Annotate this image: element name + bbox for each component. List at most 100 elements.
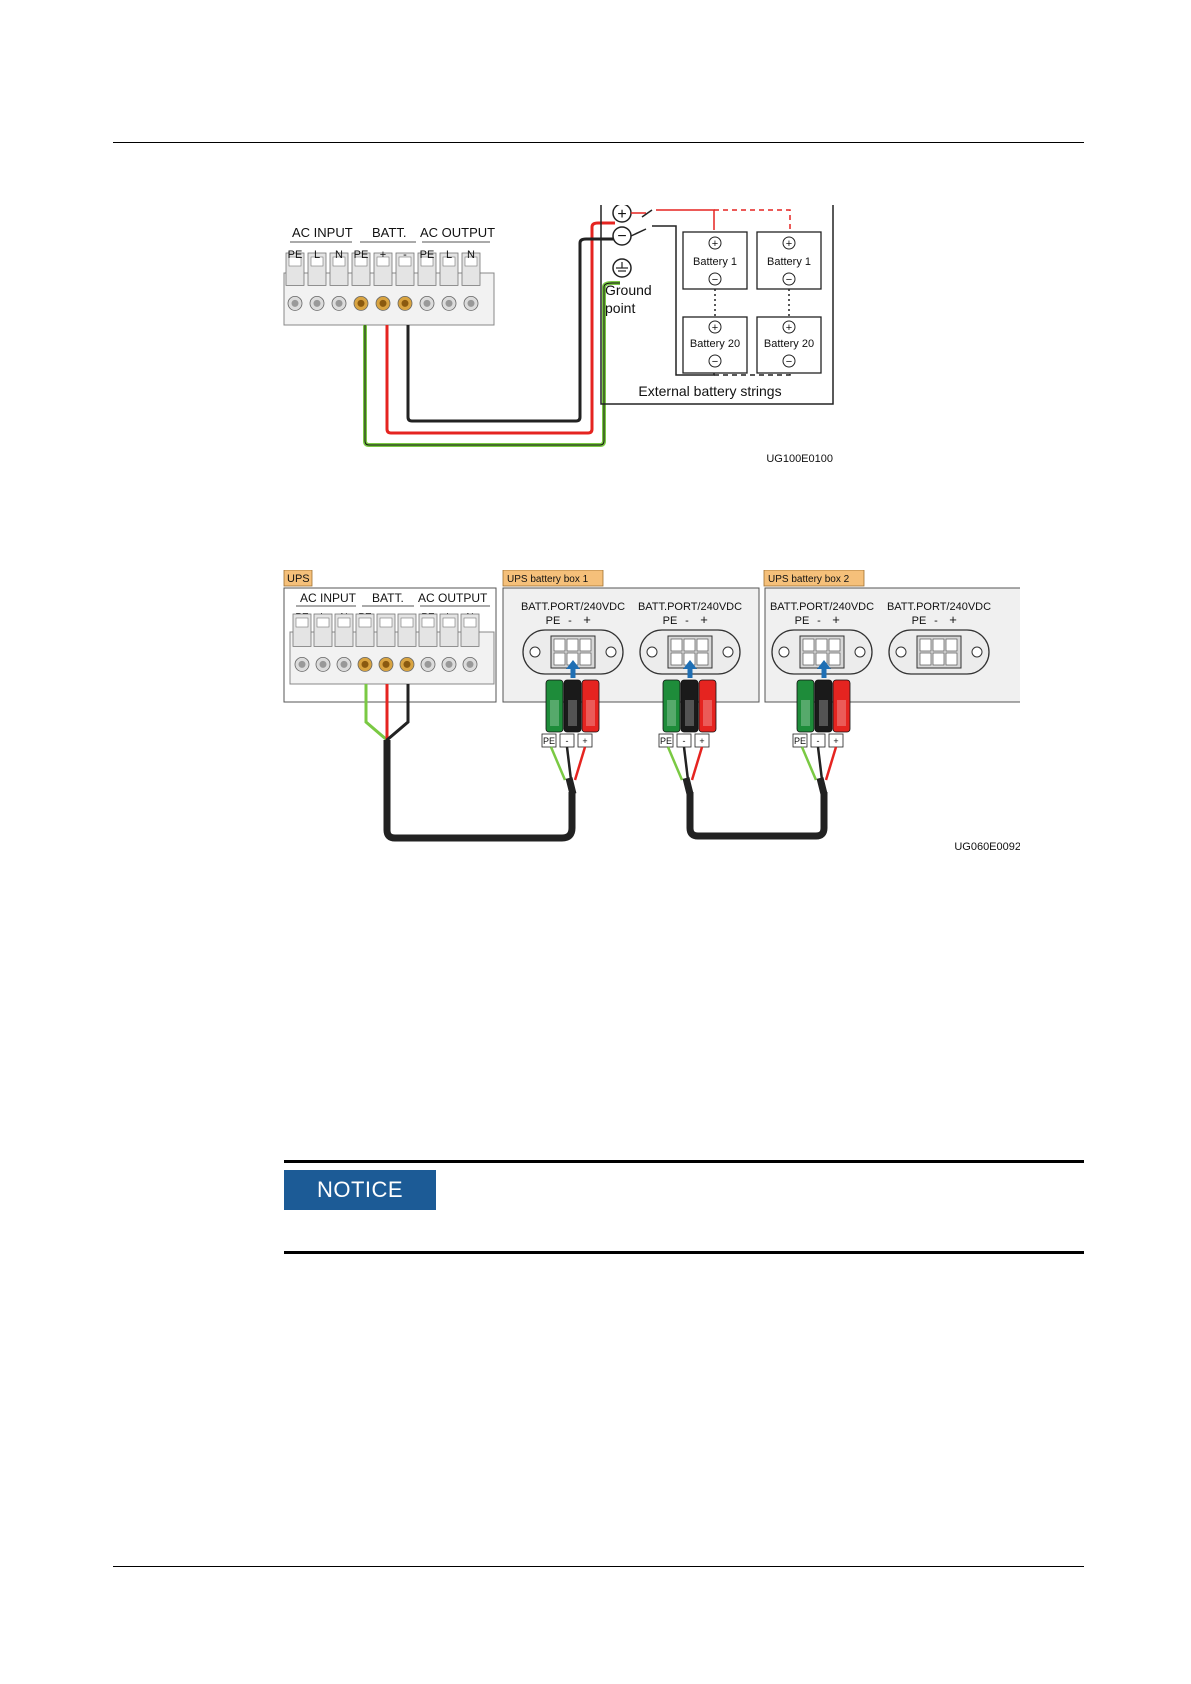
terminal-label: N bbox=[335, 249, 343, 261]
port-pin-label: + bbox=[583, 612, 591, 627]
ground-label-line1: Ground bbox=[605, 282, 652, 298]
terminal bbox=[292, 613, 312, 672]
battery-20b: + Battery 20 − bbox=[756, 316, 822, 374]
group-label-ac-output: AC OUTPUT bbox=[420, 225, 495, 240]
notice-top-rule bbox=[284, 1160, 1084, 1163]
group-label-batt: BATT. bbox=[372, 225, 406, 240]
plug-pin-label: - bbox=[683, 736, 686, 746]
battery-plug: PE - + bbox=[541, 660, 600, 795]
port-pin-label: + bbox=[949, 612, 957, 627]
battery-label: Battery 20 bbox=[690, 338, 740, 350]
terminal bbox=[461, 252, 481, 311]
battery-label: Battery 1 bbox=[767, 256, 811, 268]
port-pin-label: PE bbox=[663, 615, 678, 627]
terminal bbox=[395, 252, 415, 311]
battery-box-1-tag: UPS battery box 1 bbox=[507, 574, 589, 585]
terminal bbox=[355, 613, 375, 672]
battery-cabinet bbox=[600, 205, 834, 405]
footer-rule bbox=[113, 1566, 1084, 1567]
group-label-ac-input: AC INPUT bbox=[292, 225, 353, 240]
port-pin-label: PE bbox=[795, 615, 810, 627]
link-cable bbox=[686, 792, 828, 840]
port-pin-label: - bbox=[934, 615, 938, 627]
terminal bbox=[439, 613, 459, 672]
battery-label: Battery 1 bbox=[693, 256, 737, 268]
terminal bbox=[307, 252, 327, 311]
battery-plug: PE - + bbox=[792, 660, 851, 795]
ground-label-line2: point bbox=[605, 300, 635, 316]
group-label-ac-input: AC INPUT bbox=[300, 591, 357, 605]
plug-pin-label: - bbox=[817, 736, 820, 746]
terminal bbox=[417, 252, 437, 311]
terminal bbox=[439, 252, 459, 311]
port-label: BATT.PORT/240VDC bbox=[770, 601, 874, 613]
port-label: BATT.PORT/240VDC bbox=[887, 601, 991, 613]
battery-label: Battery 20 bbox=[764, 338, 814, 350]
terminal-label: L bbox=[314, 249, 320, 261]
terminal-label: - bbox=[403, 249, 407, 261]
port-pin-label: + bbox=[832, 612, 840, 627]
terminal-label: L bbox=[446, 249, 452, 261]
battery-box-2-tag: UPS battery box 2 bbox=[768, 574, 850, 585]
plug-pin-label: + bbox=[582, 736, 587, 746]
port-label: BATT.PORT/240VDC bbox=[521, 601, 625, 613]
port-pin-label: - bbox=[685, 615, 689, 627]
group-label-ac-output: AC OUTPUT bbox=[418, 591, 488, 605]
plug-pin-label: + bbox=[699, 736, 704, 746]
plug-pin-label: + bbox=[833, 736, 838, 746]
plug-pin-label: - bbox=[566, 736, 569, 746]
cable-negative bbox=[406, 237, 615, 423]
terminal bbox=[376, 613, 396, 672]
main-cable bbox=[383, 740, 576, 842]
svg-text:−: − bbox=[712, 356, 718, 368]
terminal bbox=[373, 252, 393, 311]
plug-pin-label: PE bbox=[794, 736, 806, 746]
svg-text:−: − bbox=[617, 228, 626, 245]
svg-text:+: + bbox=[712, 322, 718, 334]
plug-pin-label: PE bbox=[660, 736, 672, 746]
port-pin-label: - bbox=[568, 615, 572, 627]
group-label-batt: BATT. bbox=[372, 591, 404, 605]
battery-1a: + Battery 1 − bbox=[682, 231, 748, 290]
battery-plug: PE - + bbox=[658, 660, 717, 795]
terminal bbox=[334, 613, 354, 672]
port-pin-label: PE bbox=[546, 615, 561, 627]
svg-text:−: − bbox=[786, 356, 792, 368]
batt-port: BATT.PORT/240VDC PE-+ bbox=[887, 601, 991, 675]
battery-strings-caption: External battery strings bbox=[638, 383, 781, 399]
port-pin-label: PE bbox=[912, 615, 927, 627]
notice-bottom-rule bbox=[284, 1251, 1084, 1254]
terminal bbox=[285, 252, 305, 311]
terminal bbox=[351, 252, 371, 311]
cable-positive bbox=[385, 221, 615, 435]
figure-code: UG060E0092 bbox=[954, 841, 1020, 850]
terminal-label: N bbox=[467, 249, 475, 261]
terminal bbox=[313, 613, 333, 672]
terminal-block bbox=[283, 252, 495, 326]
terminal bbox=[329, 252, 349, 311]
terminal-label: PE bbox=[420, 249, 435, 261]
terminal-label: + bbox=[380, 249, 386, 261]
svg-text:+: + bbox=[617, 206, 626, 223]
terminal bbox=[418, 613, 438, 672]
terminal-label: PE bbox=[288, 249, 303, 261]
header-rule bbox=[113, 142, 1084, 143]
figure-code: UG100E0100 bbox=[766, 453, 833, 465]
plug-pin-label: PE bbox=[543, 736, 555, 746]
ups-tag: UPS bbox=[287, 573, 310, 585]
svg-text:−: − bbox=[786, 274, 792, 286]
port-pin-label: - bbox=[817, 615, 821, 627]
svg-text:+: + bbox=[786, 238, 792, 250]
terminal bbox=[397, 613, 417, 672]
battery-20a: + Battery 20 − bbox=[682, 316, 748, 374]
figure-2-battery-box-wiring: UPS UPS battery box 1 UPS battery box 2 … bbox=[283, 570, 1020, 850]
svg-text:+: + bbox=[786, 322, 792, 334]
notice-label: NOTICE bbox=[284, 1170, 436, 1210]
svg-text:−: − bbox=[712, 274, 718, 286]
svg-text:+: + bbox=[712, 238, 718, 250]
port-pin-label: + bbox=[700, 612, 708, 627]
battery-1b: + Battery 1 − bbox=[756, 231, 822, 290]
terminal bbox=[460, 613, 480, 672]
